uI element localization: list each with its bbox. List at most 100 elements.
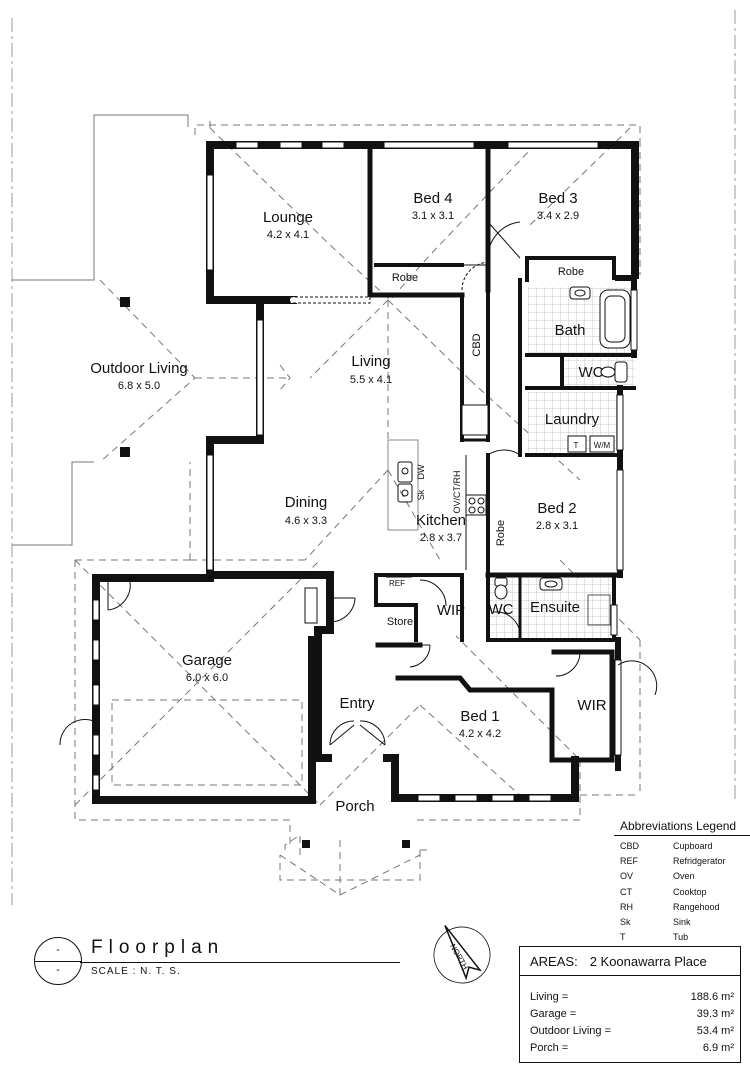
legend-meaning: Cupboard: [673, 841, 713, 851]
areas-heading: AREAS:: [530, 953, 578, 969]
area-label: Living =: [530, 991, 569, 1003]
garage-parking-outline: [111, 699, 303, 786]
room-name-bed4: Bed 4: [413, 190, 452, 207]
detail-marker: - -: [34, 937, 82, 985]
legend-abbr: CBD: [620, 841, 640, 851]
area-label: Outdoor Living =: [530, 1025, 612, 1037]
title-rule: [80, 962, 400, 963]
room-name-kitchen: Kitchen: [416, 512, 466, 529]
legend-meaning: Sink: [673, 916, 691, 927]
room-dims-garage: 6.0 x 6.0: [186, 672, 228, 684]
dw-label: DW: [416, 464, 426, 479]
area-row: Porch =6.9 m²: [520, 1040, 740, 1057]
area-row: Living = 188.6 m²: [520, 989, 740, 1006]
title-block: - - Floorplan SCALE : N. T. S.: [34, 937, 400, 985]
detail-marker-bottom: -: [56, 964, 60, 976]
doors: [59, 221, 658, 746]
area-row: Garage = 39.3 m²: [520, 1006, 740, 1023]
room-name-entry: Entry: [339, 695, 375, 712]
posts: [120, 297, 410, 848]
room-name-store: Store: [387, 616, 413, 628]
room-name-laundry: Laundry: [545, 411, 600, 428]
room-name-wip: WIP: [437, 602, 465, 619]
fixture-labels: Robe Robe Robe CBD REF DW Sk OV/CT/RH T …: [389, 266, 611, 588]
room-name-ensuite: Ensuite: [530, 599, 580, 616]
legend-row: T Tub: [614, 930, 750, 945]
north-circle: [433, 926, 491, 984]
north-arrow: NORTH: [433, 925, 491, 984]
area-row: Outdoor Living = 53.4 m²: [520, 1023, 740, 1040]
room-dims-bed1: 4.2 x 4.2: [459, 728, 501, 740]
room-name-bed2: Bed 2: [537, 500, 576, 517]
legend-row: REF Refridgerator: [614, 854, 750, 869]
legend-abbr: REF: [620, 856, 638, 867]
room-name-outdoor-living: Outdoor Living: [90, 360, 188, 377]
areas-table: AREAS: 2 Koonawarra Place Living = 188.6 …: [519, 946, 741, 1063]
room-dims-bed4: 3.1 x 3.1: [412, 210, 454, 222]
legend-row: Sk Sink: [614, 915, 750, 930]
ov-ct-rh-label: OV/CT/RH: [452, 470, 462, 513]
room-name-bed3: Bed 3: [538, 190, 577, 207]
room-name-lounge: Lounge: [263, 209, 313, 226]
room-name-garage: Garage: [182, 652, 232, 669]
robe-bed3-label: Robe: [558, 266, 584, 278]
legend-abbr: OV: [620, 871, 634, 882]
legend-row: OV Oven: [614, 869, 750, 884]
windows: [92, 141, 638, 802]
robe-bed4-label: Robe: [392, 272, 418, 284]
robe-bed2-label: Robe: [495, 520, 507, 546]
legend-abbr: T: [620, 932, 626, 943]
roof-lines: [74, 120, 641, 896]
kitchen-island: [386, 439, 487, 578]
room-name-bed1: Bed 1: [460, 708, 499, 725]
room-dims-dining: 4.6 x 3.3: [285, 515, 327, 527]
legend-meaning: Refridgerator: [673, 856, 726, 867]
room-name-wc-main: WC: [579, 364, 604, 381]
wm-label: W/M: [594, 441, 611, 450]
legend-abbr: Sk: [620, 916, 631, 927]
room-dims-bed2: 2.8 x 3.1: [536, 520, 578, 532]
legend-title: Abbreviations Legend: [614, 819, 750, 836]
area-value: 39.3 m²: [696, 1008, 734, 1020]
room-dims-outdoor-living: 6.8 x 5.0: [118, 380, 160, 392]
legend-row: RH Rangehood: [614, 900, 750, 915]
abbreviations-legend: Abbreviations Legend CBD Cupboard REF Refr…: [614, 819, 750, 945]
legend-meaning: Tub: [673, 932, 689, 943]
room-name-wir: WIR: [577, 697, 606, 714]
ref-label: REF: [389, 579, 405, 588]
sk-label: Sk: [416, 489, 426, 500]
area-value: 188.6 m²: [690, 991, 734, 1003]
area-label: Porch =: [530, 1042, 569, 1054]
drawing-scale: SCALE : N. T. S.: [91, 966, 181, 977]
areas-address: 2 Koonawarra Place: [589, 953, 707, 969]
room-dims-lounge: 4.2 x 4.1: [267, 229, 309, 241]
areas-header: AREAS: 2 Koonawarra Place: [520, 947, 740, 976]
room-labels: Lounge 4.2 x 4.1 Bed 4 3.1 x 3.1 Bed 3 3…: [90, 190, 607, 815]
legend-row: CBD Cupboard: [614, 839, 750, 854]
legend-abbr: RH: [620, 901, 633, 912]
area-label: Garage =: [530, 1008, 577, 1020]
detail-marker-top: -: [56, 944, 60, 956]
walls: [92, 141, 639, 804]
tub-label: T: [574, 441, 579, 450]
room-name-dining: Dining: [285, 494, 328, 511]
cbd-label: CBD: [471, 333, 483, 356]
room-name-porch: Porch: [335, 798, 374, 815]
legend-meaning: Cooktop: [673, 886, 707, 897]
room-name-wc-ensuite: WC: [489, 601, 514, 618]
north-label: NORTH: [448, 942, 470, 971]
legend-row: CT Cooktop: [614, 885, 750, 900]
legend-abbr: CT: [620, 886, 632, 897]
north-needle: [444, 925, 482, 981]
boundary-lines: [11, 10, 736, 905]
room-dims-living: 5.5 x 4.1: [350, 374, 392, 386]
drawing-title: Floorplan: [91, 937, 225, 958]
room-name-living: Living: [351, 353, 390, 370]
room-dims-kitchen: 2.8 x 3.7: [420, 532, 462, 544]
room-dims-bed3: 3.4 x 2.9: [537, 210, 579, 222]
legend-meaning: Oven: [673, 871, 695, 882]
legend-meaning: Rangehood: [673, 901, 720, 912]
room-name-bath: Bath: [555, 322, 586, 339]
area-value: 53.4 m²: [696, 1025, 734, 1037]
